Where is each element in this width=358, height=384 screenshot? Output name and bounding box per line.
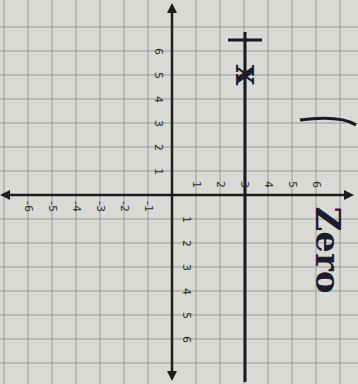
grid-line — [220, 0, 221, 384]
axis-number: 1 — [153, 168, 164, 175]
handwritten-note: Zero — [311, 206, 345, 293]
axis-number: 1 — [181, 216, 192, 223]
grid-line — [124, 0, 125, 384]
axis-number: 4 — [153, 96, 164, 103]
grid-line — [0, 51, 358, 52]
grid-line — [52, 0, 53, 384]
grid-line — [196, 0, 197, 384]
grid-line — [244, 0, 245, 384]
grid-line — [268, 0, 269, 384]
grid-line — [316, 0, 317, 384]
grid-line — [0, 267, 358, 268]
grid-line — [0, 147, 358, 148]
pen-stroke — [300, 118, 356, 125]
arrowhead — [167, 371, 177, 381]
axis-number: 6 — [153, 48, 164, 55]
grid-line — [100, 0, 101, 384]
x-axis — [4, 194, 350, 197]
grid-line — [76, 0, 77, 384]
axis-number: 3 — [239, 181, 250, 188]
axis-number: 4 — [263, 181, 274, 188]
axis-number: 2 — [181, 240, 192, 247]
axis-number: -5 — [47, 201, 58, 212]
axis-number: 5 — [153, 72, 164, 79]
axis-number: 3 — [153, 120, 164, 127]
axis-number: -1 — [143, 201, 154, 212]
grid-line — [340, 0, 341, 384]
axis-number: 2 — [153, 144, 164, 151]
grid-line — [4, 0, 5, 384]
grid-line — [0, 123, 358, 124]
grid-line — [0, 27, 358, 28]
grid-line — [148, 0, 149, 384]
grid-line — [0, 291, 358, 292]
grid-line — [292, 0, 293, 384]
grid-line — [0, 339, 358, 340]
grid-line — [0, 99, 358, 100]
grid-line — [0, 363, 358, 364]
y-axis — [171, 8, 174, 376]
axis-number: 2 — [215, 181, 226, 188]
axis-number: 3 — [181, 264, 192, 271]
arrowhead — [167, 3, 177, 13]
axis-number: -2 — [119, 201, 130, 212]
grid-line — [28, 0, 29, 384]
arrowhead — [0, 190, 10, 200]
grid-line — [0, 315, 358, 316]
axis-number: 6 — [311, 181, 322, 188]
grid-line — [0, 75, 358, 76]
axis-number: 6 — [181, 336, 192, 343]
axis-number: -6 — [23, 201, 34, 212]
axis-number: 5 — [287, 181, 298, 188]
pen-stroke — [228, 39, 262, 42]
grid-line — [0, 243, 358, 244]
axis-number: 4 — [181, 288, 192, 295]
axis-number: 5 — [181, 312, 192, 319]
grid-line — [0, 171, 358, 172]
axis-number: -3 — [95, 201, 106, 212]
arrowhead — [344, 190, 354, 200]
axis-number: 1 — [191, 181, 202, 188]
grid-line — [0, 219, 358, 220]
axis-number: -4 — [71, 201, 82, 212]
handwritten-note: x — [231, 65, 265, 85]
